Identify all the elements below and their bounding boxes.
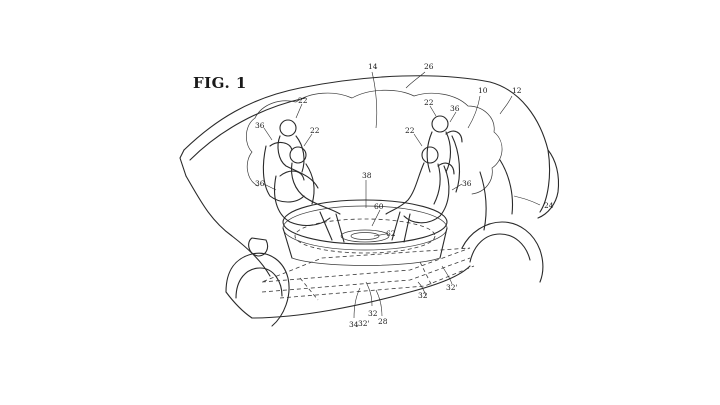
ref-14: 14 xyxy=(368,62,378,71)
ref-36-left-lower: 36 xyxy=(255,179,265,188)
vehicle-body xyxy=(179,75,560,327)
ref-60: 60 xyxy=(374,202,384,211)
turntable xyxy=(282,199,448,266)
ref-32-right: 32 xyxy=(418,291,428,300)
ref-32-prime-center: 32' xyxy=(358,319,370,328)
leader-lines xyxy=(263,71,541,319)
ref-36-right-lower: 36 xyxy=(462,179,472,188)
ref-22-right-front: 22 xyxy=(405,126,415,135)
ref-32-prime-right: 32' xyxy=(446,283,458,292)
ref-22-right-rear: 22 xyxy=(424,98,434,107)
ref-10: 10 xyxy=(478,86,488,95)
ref-22-left-rear: 22 xyxy=(298,96,308,105)
ref-36-left-upper: 36 xyxy=(255,121,265,130)
ref-24: 24 xyxy=(544,201,554,210)
figure-title: FIG. 1 xyxy=(193,74,247,92)
left-seats xyxy=(262,119,345,243)
ref-36-right-upper: 36 xyxy=(450,104,460,113)
reference-labels: 14 26 10 12 22 22 22 22 36 36 36 36 38 6… xyxy=(255,62,554,329)
ref-26: 26 xyxy=(424,62,434,71)
ref-28: 28 xyxy=(378,317,388,326)
ref-38: 38 xyxy=(362,171,372,180)
ref-22-left-front: 22 xyxy=(310,126,320,135)
ref-12: 12 xyxy=(512,86,522,95)
ref-34: 34 xyxy=(349,320,359,329)
floor-platform xyxy=(261,247,475,301)
ref-32-center: 32 xyxy=(368,309,378,318)
right-seats xyxy=(385,115,463,243)
ref-62: 62 xyxy=(386,229,396,238)
